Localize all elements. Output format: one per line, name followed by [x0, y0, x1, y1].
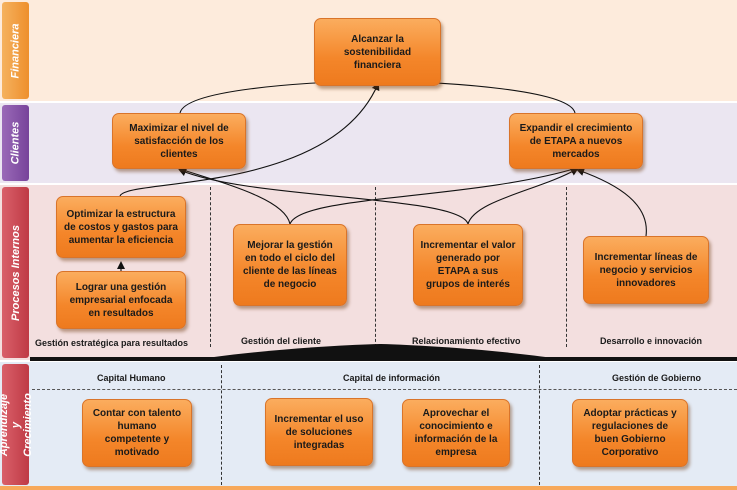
perspective-label-procesos: Procesos Internos: [9, 224, 22, 321]
objective-soluciones-integradas: Incrementar el uso de soluciones integra…: [265, 398, 373, 466]
learning-label-capital-informacion: Capital de información: [343, 373, 441, 383]
objective-gestion-cliente: Mejorar la gestión en todo el ciclo del …: [233, 224, 347, 306]
objective-satisfaccion-text: Maximizar el nivel de satisfacción de lo…: [129, 122, 229, 160]
objective-optimizar-costos: Optimizar la estructura de costos y gast…: [56, 196, 186, 258]
objective-conocimiento-informacion: Aprovechar el conocimiento e información…: [402, 399, 510, 467]
bottom-bar: [0, 486, 737, 490]
perspective-tab-clientes: Clientes: [2, 105, 29, 181]
learning-label-gestion-gobierno: Gestión de Gobierno: [612, 373, 702, 383]
perspective-tab-financiera: Financiera: [2, 2, 29, 99]
process-label-desarrollo: Desarrollo e innovación: [600, 336, 703, 346]
process-label-cliente: Gestión del cliente: [241, 336, 322, 346]
perspective-label-aprendizaje: Aprendizaje y Crecimiento: [0, 392, 34, 457]
objective-satisfaccion-clientes: Maximizar el nivel de satisfacción de lo…: [112, 113, 246, 169]
objective-talento-text: Contar con talento humano competente y m…: [92, 408, 182, 458]
objective-gobierno-corporativo: Adoptar prácticas y regulaciones de buen…: [572, 399, 688, 467]
objective-soluciones-text: Incrementar el uso de soluciones integra…: [274, 413, 364, 451]
divider-procesos-2: [375, 187, 376, 347]
objective-lineas-negocio: Incrementar líneas de negocio y servicio…: [583, 236, 709, 304]
objective-lineas-negocio-text: Incrementar líneas de negocio y servicio…: [594, 251, 698, 289]
learning-label-capital-humano: Capital Humano: [97, 373, 166, 383]
divider-aprendizaje-1: [221, 365, 222, 485]
process-label-estrategica: Gestión estratégica para resultados: [35, 338, 189, 348]
objective-crecimiento-mercados: Expandir el crecimiento de ETAPA a nuevo…: [509, 113, 643, 169]
objective-sostenibilidad-financiera: Alcanzar la sostenibilidad financiera: [314, 18, 441, 86]
perspective-label-clientes: Clientes: [9, 121, 22, 165]
divider-aprendizaje-2: [539, 365, 540, 485]
objective-gestion-resultados: Lograr una gestión empresarial enfocada …: [56, 271, 186, 329]
perspective-tab-procesos: Procesos Internos: [2, 187, 29, 358]
objective-costos-text: Optimizar la estructura de costos y gast…: [64, 208, 178, 246]
perspective-label-financiera: Financiera: [9, 22, 22, 79]
perspective-tab-aprendizaje: Aprendizaje y Crecimiento: [0, 364, 34, 485]
process-label-relacionamiento: Relacionamiento efectivo: [412, 336, 521, 346]
objective-gestion-resultados-text: Lograr una gestión empresarial enfocada …: [69, 281, 173, 319]
objective-talento-humano: Contar con talento humano competente y m…: [82, 399, 192, 467]
divider-procesos-1: [210, 187, 211, 347]
objective-conocimiento-text: Aprovechar el conocimiento e información…: [414, 408, 498, 458]
divider-procesos-3: [566, 187, 567, 347]
divider-aprendizaje-horizontal: [32, 389, 737, 390]
objective-sostenibilidad-text: Alcanzar la sostenibilidad financiera: [343, 33, 412, 71]
objective-crecimiento-text: Expandir el crecimiento de ETAPA a nuevo…: [519, 122, 633, 160]
objective-gestion-cliente-text: Mejorar la gestión en todo el ciclo del …: [243, 240, 337, 290]
objective-valor-text: Incrementar el valor generado por ETAPA …: [420, 240, 516, 290]
objective-gobierno-text: Adoptar prácticas y regulaciones de buen…: [583, 408, 677, 458]
objective-valor-grupos-interes: Incrementar el valor generado por ETAPA …: [413, 224, 523, 306]
